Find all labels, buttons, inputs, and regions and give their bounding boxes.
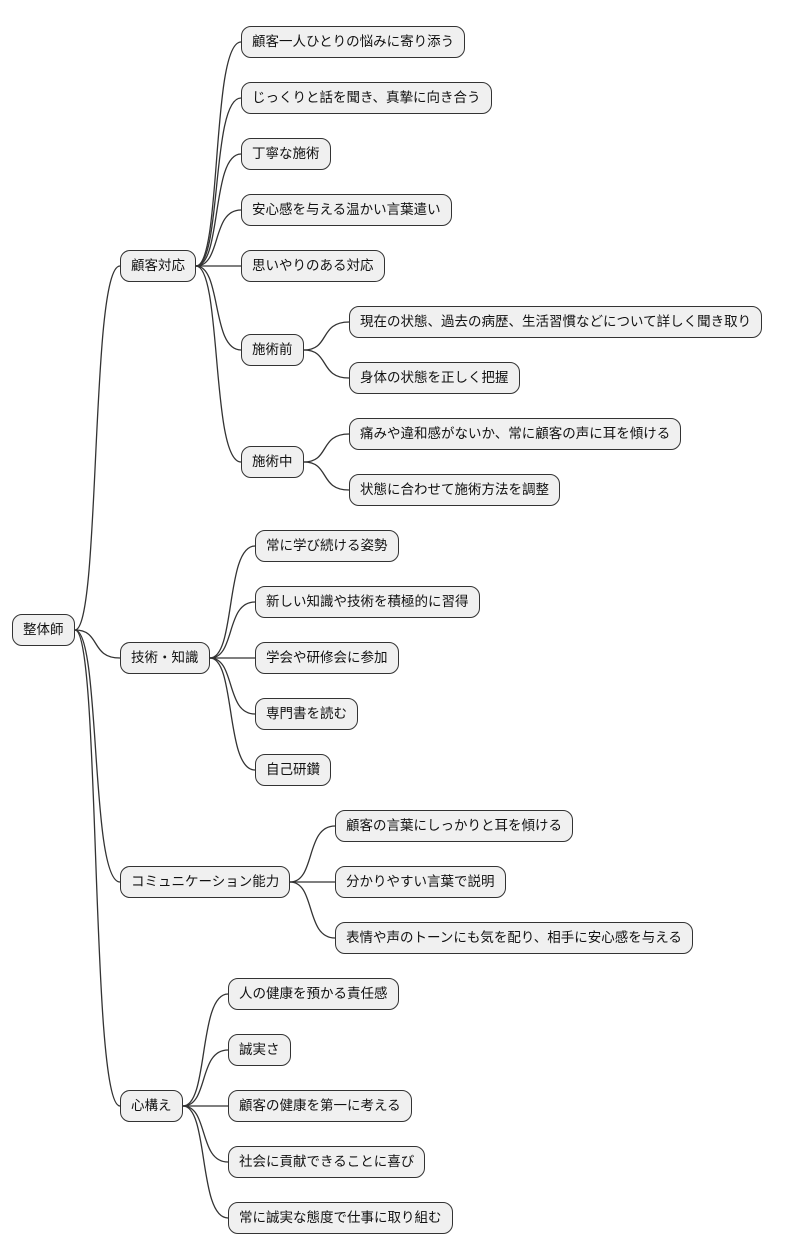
mindmap-node-branch[interactable]: 施術中 [241,446,304,478]
mindmap-node-leaf[interactable]: 常に誠実な態度で仕事に取り組む [228,1202,453,1234]
mindmap-node-leaf[interactable]: 自己研鑽 [255,754,331,786]
mindmap-node-branch[interactable]: 技術・知識 [120,642,210,674]
mindmap-node-branch[interactable]: コミュニケーション能力 [120,866,291,898]
mindmap-edge [182,993,229,1107]
mindmap-edge [195,265,242,463]
mindmap-node-leaf[interactable]: 学会や研修会に参加 [255,642,399,674]
mindmap-node-leaf[interactable]: 状態に合わせて施術方法を調整 [349,474,560,506]
mindmap-node-leaf[interactable]: じっくりと話を聞き、真摯に向き合う [241,82,492,114]
mindmap-edge [303,321,350,351]
mindmap-edge [74,265,121,631]
mindmap-edge [303,461,350,491]
mindmap-node-leaf[interactable]: 社会に貢献できることに喜び [228,1146,426,1178]
mindmap-edge [289,825,336,883]
mindmap-node-leaf[interactable]: 顧客の健康を第一に考える [228,1090,412,1122]
mindmap-edge [209,601,256,659]
mindmap-edge [289,881,336,939]
mindmap-node-leaf[interactable]: 人の健康を預かる責任感 [228,978,399,1010]
mindmap-edge [209,657,256,771]
mindmap-edge [182,1049,229,1107]
mindmap-edge [195,97,242,267]
mindmap-node-branch[interactable]: 心構え [120,1090,183,1122]
mindmap-node-branch[interactable]: 施術前 [241,334,304,366]
mindmap-edge [195,209,242,267]
mindmap-node-leaf[interactable]: 専門書を読む [255,698,358,730]
mindmap-node-leaf[interactable]: 表情や声のトーンにも気を配り、相手に安心感を与える [335,922,693,954]
mindmap-node-leaf[interactable]: 誠実さ [228,1034,291,1066]
mindmap-node-leaf[interactable]: 常に学び続ける姿勢 [255,530,399,562]
mindmap-edge [182,1105,229,1163]
mindmap-edge [182,1105,229,1219]
mindmap-edge [209,545,256,659]
mindmap-edge [74,629,121,883]
mindmap-edge [209,657,256,715]
mindmap-edge [74,629,121,659]
mindmap-node-leaf[interactable]: 新しい知識や技術を積極的に習得 [255,586,480,618]
mindmap-edge [303,433,350,463]
mindmap-node-leaf[interactable]: 分かりやすい言葉で説明 [335,866,506,898]
mindmap-node-branch[interactable]: 顧客対応 [120,250,196,282]
mindmap-node-leaf[interactable]: 思いやりのある対応 [241,250,385,282]
mindmap-node-leaf[interactable]: 顧客の言葉にしっかりと耳を傾ける [335,810,573,842]
mindmap-edge [74,629,121,1107]
mindmap-node-leaf[interactable]: 現在の状態、過去の病歴、生活習慣などについて詳しく聞き取り [349,306,763,338]
mindmap-node-leaf[interactable]: 丁寧な施術 [241,138,331,170]
mindmap-edge [195,153,242,267]
mindmap-node-leaf[interactable]: 安心感を与える温かい言葉遣い [241,194,452,226]
mindmap-node-leaf[interactable]: 痛みや違和感がないか、常に顧客の声に耳を傾ける [349,418,682,450]
mindmap-node-leaf[interactable]: 身体の状態を正しく把握 [349,362,520,394]
mindmap-node-root[interactable]: 整体師 [12,614,75,646]
mindmap-edge [195,265,242,351]
mindmap-node-leaf[interactable]: 顧客一人ひとりの悩みに寄り添う [241,26,466,58]
mindmap-edge [195,41,242,267]
mindmap-edge [303,349,350,379]
